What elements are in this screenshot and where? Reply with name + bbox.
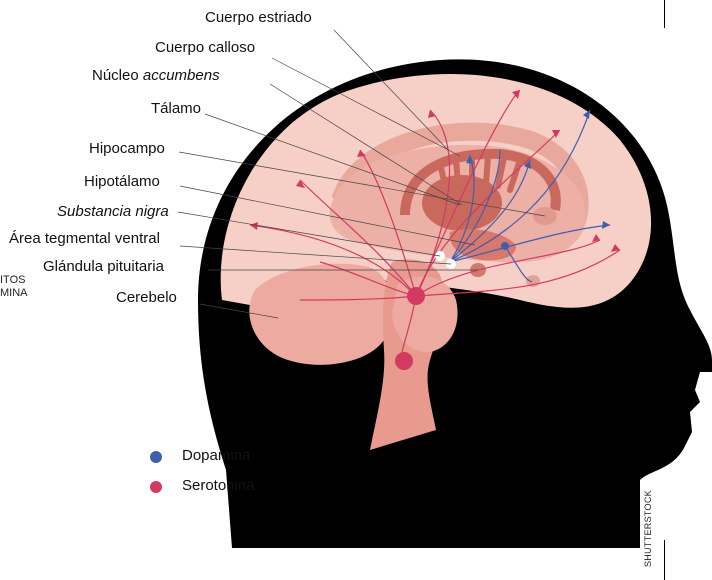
label-cerebelo: Cerebelo [116,289,177,307]
frame-line-top [664,0,665,28]
legend-dopamine-label: Dopamina [182,447,250,465]
thalamus-shape [422,175,502,231]
label-area-tegmental-ventral: Área tegmental ventral [9,230,160,248]
side-text-line-2: MINA [0,287,28,299]
photo-credit: SHUTTERSTOCK [643,490,653,567]
label-nucleo-italic: accumbens [143,67,220,84]
substantia-nigra-dot [435,251,445,261]
legend-serotonin-label: Serotonina [182,477,255,495]
cerebellum-shape [249,264,392,365]
label-cuerpo-estriado: Cuerpo estriado [205,9,312,27]
label-hipocampo: Hipocampo [89,140,165,158]
label-nucleo-accumbens: Núcleo accumbens [92,67,220,85]
dopamine-nucleus [501,242,509,250]
label-hipotalamo: Hipotálamo [84,173,160,191]
label-cuerpo-calloso: Cuerpo calloso [155,39,255,57]
label-nucleo-prefix: Núcleo [92,67,143,84]
label-glandula-pituitaria: Glándula pituitaria [43,258,164,276]
serotonin-nucleus-raphe-upper [407,287,425,305]
legend-serotonin-dot [150,481,162,493]
side-text-line-1: ITOS [0,274,25,286]
label-talamo: Tálamo [151,100,201,118]
serotonin-nucleus-raphe-lower [395,352,413,370]
label-substancia-nigra: Substancia nigra [57,203,169,221]
frame-line-bottom [664,540,665,580]
legend-dopamine-dot [150,451,162,463]
